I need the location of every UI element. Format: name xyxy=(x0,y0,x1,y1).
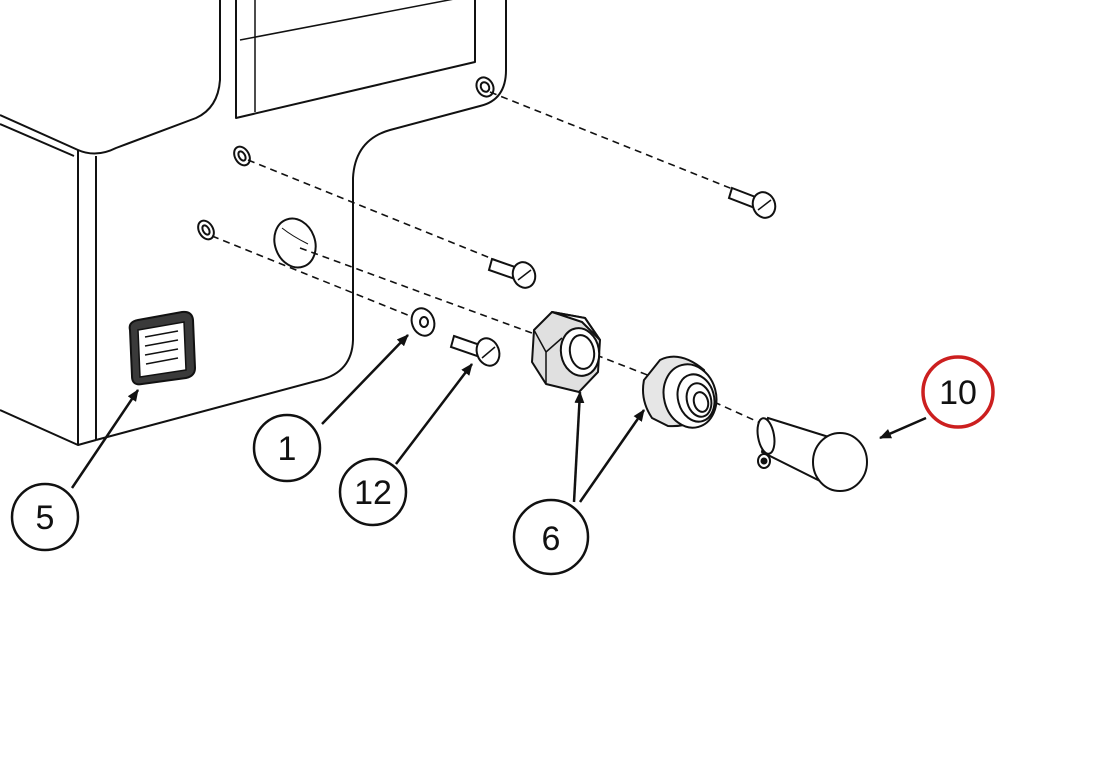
housing-panel-icon xyxy=(0,0,507,446)
vent-grille-icon xyxy=(128,310,197,386)
washer-icon xyxy=(410,307,436,337)
callout-1: 1 xyxy=(252,413,322,483)
leader-arrows xyxy=(70,334,927,503)
callout-5: 5 xyxy=(10,482,80,552)
svg-text:5: 5 xyxy=(36,499,55,537)
knob-icon xyxy=(756,416,868,492)
svg-text:12: 12 xyxy=(354,474,392,512)
screw-icon xyxy=(449,186,777,367)
assembly-lines xyxy=(211,91,766,426)
bushing-icon xyxy=(642,355,718,429)
callout-12: 12 xyxy=(338,457,408,527)
svg-text:10: 10 xyxy=(939,374,977,412)
svg-text:1: 1 xyxy=(278,430,297,468)
callout-6: 6 xyxy=(512,498,590,576)
callout-10: 10 xyxy=(921,355,995,429)
svg-text:6: 6 xyxy=(542,520,561,558)
hex-nut-icon xyxy=(531,311,601,393)
